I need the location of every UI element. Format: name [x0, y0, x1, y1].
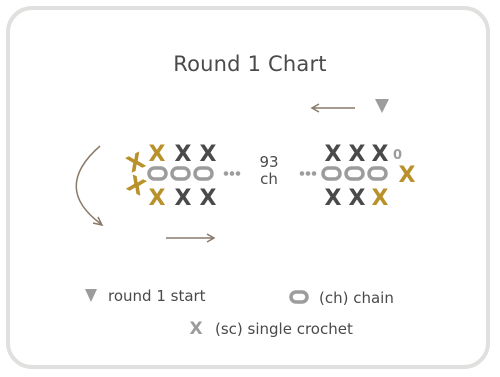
round-start-triangle [375, 99, 389, 113]
sc-stitch: X [149, 186, 166, 211]
sc-stitch: X [175, 142, 192, 167]
chain-ellipsis-dot [305, 171, 311, 176]
chain-stitch [344, 166, 365, 181]
chart-card [6, 6, 490, 369]
sc-stitch: X [175, 186, 192, 211]
chain-stitch [367, 166, 388, 181]
sc-stitch: X [349, 186, 366, 211]
chain-count-number: 93 [259, 153, 279, 171]
turn-arrow-left [75, 145, 104, 227]
sc-stitch: X [200, 142, 217, 167]
legend-sc-label: (sc) single crochet [215, 320, 353, 338]
sc-stitch: X [200, 186, 217, 211]
chart-title: Round 1 Chart [173, 52, 327, 76]
chain-ellipsis-dot [311, 171, 317, 176]
right-top-sc-row: X X X [325, 142, 389, 167]
chain-stitch [170, 166, 191, 181]
legend-chain-icon [289, 290, 309, 304]
chain-stitch [321, 166, 342, 181]
sc-stitch: X [123, 172, 149, 202]
sc-stitch: X [372, 186, 389, 211]
direction-arrow-top [310, 103, 355, 113]
legend-chain-label: (ch) chain [319, 289, 394, 307]
sc-stitch: X [149, 142, 166, 167]
left-end-increases: X X [123, 149, 149, 202]
direction-arrow-bottom [166, 233, 216, 243]
right-bottom-sc-row: X X X [325, 186, 389, 211]
left-top-sc-row: X X X [149, 142, 217, 167]
sc-stitch: X [349, 142, 366, 167]
chain-ellipsis-dot [299, 171, 305, 176]
chain-count-unit: ch [260, 170, 278, 188]
chain-stitch [147, 166, 168, 181]
start-stitch-marker: 0 [393, 148, 402, 163]
left-bottom-sc-row: X X X [149, 186, 217, 211]
right-chain-row [299, 166, 388, 181]
sc-stitch: X [372, 142, 389, 167]
legend-start-triangle [85, 289, 97, 302]
sc-stitch: X [325, 142, 342, 167]
sc-stitch: X [325, 186, 342, 211]
legend-start-label: round 1 start [108, 287, 206, 305]
chain-ellipsis-dot [229, 171, 235, 176]
legend-sc-icon: X [189, 319, 202, 339]
sc-stitch: X [399, 163, 416, 188]
chain-ellipsis-dot [235, 171, 241, 176]
left-chain-row [147, 166, 241, 181]
chain-stitch [193, 166, 214, 181]
chain-ellipsis-dot [223, 171, 229, 176]
